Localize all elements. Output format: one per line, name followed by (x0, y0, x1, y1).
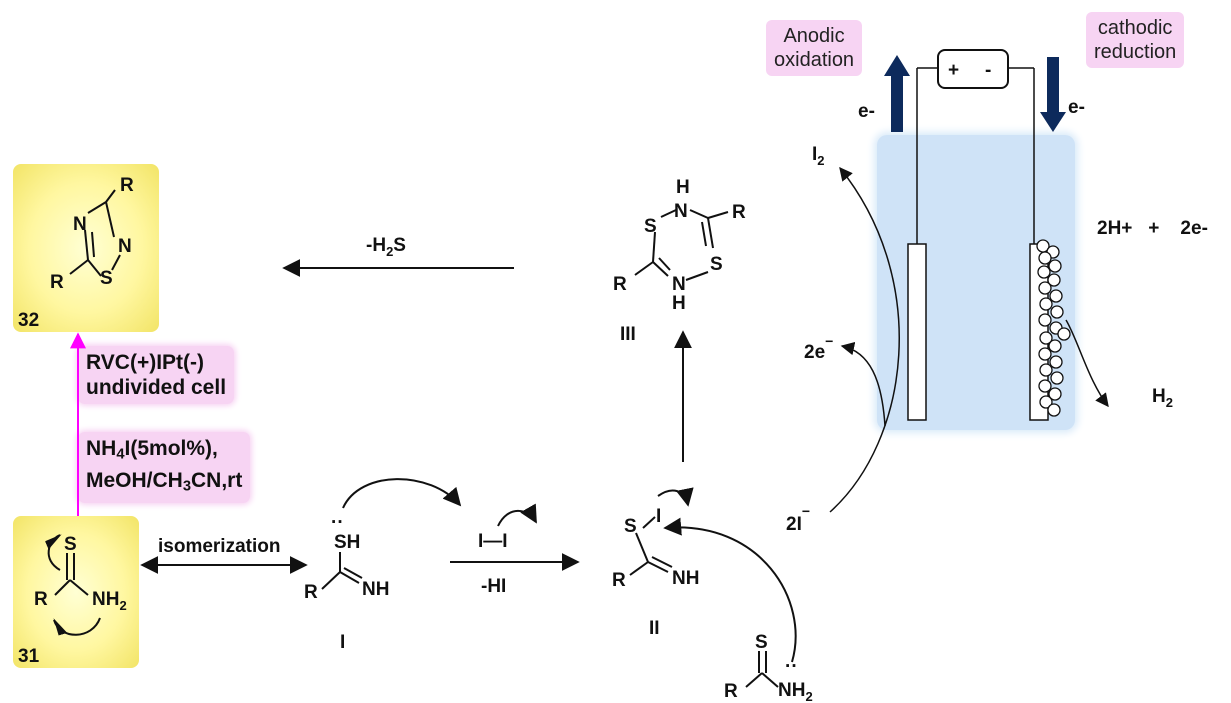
cIII-r-right: R (732, 202, 746, 223)
power-minus: - (985, 60, 991, 81)
c32-s: S (100, 268, 113, 289)
two-e-text: 2e (804, 342, 825, 363)
thioamide-reagent (745, 651, 779, 688)
thioamide-nh2: NH2 (778, 680, 813, 703)
c32-id: 32 (18, 310, 39, 331)
cell-arrows (829, 166, 1109, 513)
cathodic-line1: cathodic (1097, 17, 1173, 39)
anodic-oxidation-box: Anodic oxidation (766, 20, 863, 76)
e-left: e- (858, 101, 875, 122)
cI-id: I (340, 632, 345, 653)
cI-nh: NH (362, 579, 389, 600)
anode-electrode (907, 243, 927, 421)
cI-r: R (304, 582, 318, 603)
additive-conditions-box: NH4I(5mol%), MeOH/CH3CN,rt (78, 432, 251, 504)
two-i-label: 2I− (786, 503, 810, 535)
anode-electron-arrow (884, 55, 910, 132)
e-right: e- (1068, 97, 1085, 118)
circuit-wires (916, 67, 1035, 244)
h2-label: H2 (1152, 386, 1173, 410)
minus-h2s: -H2S (366, 235, 406, 259)
cIII-r-left: R (613, 274, 627, 295)
cIII-h-top: H (676, 177, 690, 198)
compound-31 (45, 534, 101, 636)
two-i-text: 2I (786, 514, 802, 535)
cIII-h-bottom: H (672, 293, 686, 314)
compound-31-box (13, 516, 139, 668)
cathodic-line2: reduction (1094, 41, 1177, 63)
compound-I (321, 478, 462, 590)
i2-label: I2 (812, 144, 825, 168)
c31-id: 31 (18, 646, 40, 667)
power-supply (937, 49, 1009, 89)
cIII-s-left: S (644, 216, 657, 237)
c32-n2: N (118, 236, 132, 257)
c32-r-left: R (50, 272, 64, 293)
power-plus: + (948, 60, 959, 81)
c32-n1: N (73, 214, 87, 235)
anodic-line1: Anodic (783, 25, 845, 47)
cIII-s-right: S (710, 254, 723, 275)
compound-32 (69, 189, 121, 277)
iodine-reagent: I—I (478, 531, 508, 552)
additive-line2: MeOH/CH3CN,rt (86, 468, 243, 495)
cIII-id: III (620, 324, 636, 345)
c32-r-top: R (120, 175, 134, 196)
cathodic-reduction-box: cathodic reduction (1086, 12, 1185, 68)
thioamide-s: S (755, 632, 768, 653)
c31-r: R (34, 589, 48, 610)
compound-II (629, 487, 797, 663)
cathode-electron-arrow (1040, 57, 1066, 132)
anodic-line2: oxidation (774, 49, 855, 71)
cII-s: S (624, 516, 637, 537)
cI-sh: SH (334, 532, 360, 553)
electrodes-line2: undivided cell (86, 376, 227, 399)
thioamide-r: R (724, 681, 738, 702)
c31-s: S (64, 534, 77, 555)
c31-nh2: NH2 (92, 589, 127, 613)
proton-equation: 2H+ + 2e- (1097, 218, 1208, 239)
cIII-n-bottom: N (672, 274, 686, 295)
cIII-n-top: N (674, 201, 688, 222)
thioamide-lone-pair: ·· (785, 656, 798, 677)
iodine-curved-arrow (497, 503, 537, 527)
isomerization-label: isomerization (158, 536, 280, 557)
cII-id: II (649, 618, 660, 639)
cII-r: R (612, 570, 626, 591)
compound-III (634, 209, 729, 281)
cII-nh: NH (672, 568, 699, 589)
hydrogen-bubbles (1036, 239, 1071, 417)
cI-lone-pair: ·· (331, 512, 344, 533)
electrode-conditions-box: RVC(+)IPt(-) undivided cell (78, 346, 235, 404)
electrodes-line1: RVC(+)IPt(-) (86, 351, 205, 374)
additive-line1: NH4I(5mol%), (86, 437, 218, 463)
minus-hi: -HI (481, 576, 506, 597)
cII-i: I (656, 506, 661, 527)
two-e-label: 2e− (804, 333, 833, 363)
